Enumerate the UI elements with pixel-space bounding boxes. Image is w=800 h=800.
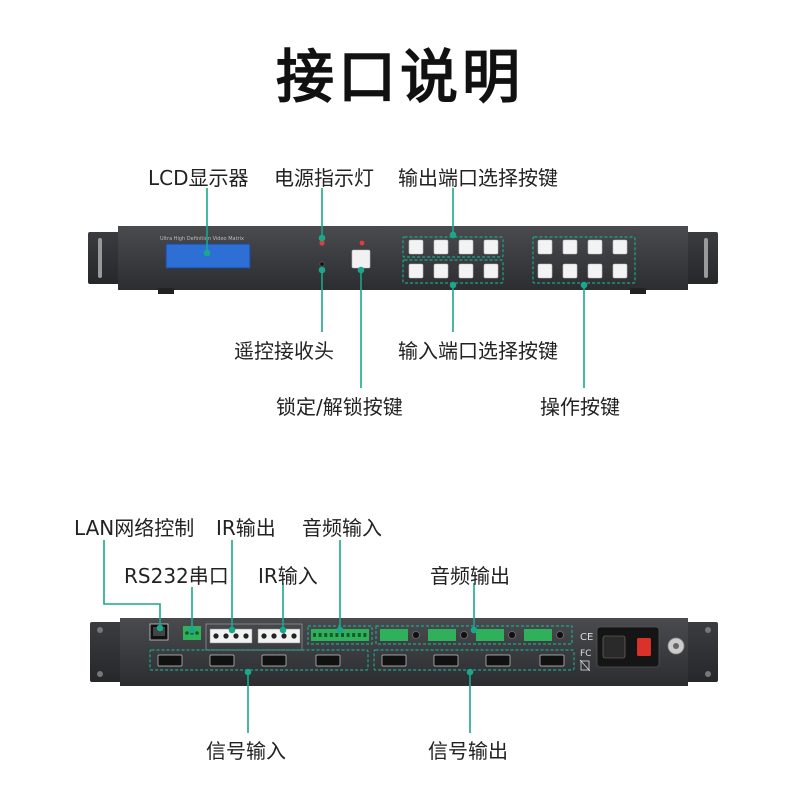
audio-input-pin <box>352 633 356 637</box>
label-ir-output: IR输出 <box>216 516 276 540</box>
ir-jack <box>223 633 229 639</box>
label-power-indicator: 电源指示灯 <box>274 166 374 190</box>
ir-jack <box>261 633 267 639</box>
rear-left-ear <box>90 622 122 682</box>
output-input-key-grid <box>402 236 504 284</box>
output-key <box>458 239 474 255</box>
audio-input-terminal <box>311 629 369 641</box>
ir-jack <box>281 633 287 639</box>
audio-input-pin <box>313 633 316 637</box>
hdmi-input-port <box>157 654 183 667</box>
screen-caption: Ultra High Definition Video Matrix <box>160 236 244 242</box>
label-operation-keys: 操作按键 <box>540 395 620 419</box>
label-audio-input: 音频输入 <box>302 516 382 540</box>
ce-mark: CE <box>580 632 593 643</box>
power-led-icon <box>319 240 325 246</box>
audio-output-terminal <box>380 629 408 641</box>
audio-output-terminal <box>476 629 504 641</box>
hdmi-input-port <box>261 654 287 667</box>
hdmi-output-port <box>485 654 511 667</box>
hdmi-output-port <box>433 654 459 667</box>
input-key <box>483 263 499 279</box>
hdmi-output-port <box>381 654 407 667</box>
hdmi-input-port <box>315 654 341 667</box>
audio-output-jack <box>556 631 564 639</box>
label-lcd-display: LCD显示器 <box>148 166 249 190</box>
ir-jack <box>291 633 297 639</box>
label-output-keys: 输出端口选择按键 <box>398 166 558 190</box>
audio-input-pin <box>329 633 333 637</box>
output-key <box>408 239 424 255</box>
hdmi-input-port <box>209 654 235 667</box>
front-panel: Ultra High Definition Video Matrix <box>88 226 718 294</box>
operation-key <box>587 239 603 255</box>
label-audio-output: 音频输出 <box>430 564 510 588</box>
ir-jack <box>243 633 249 639</box>
weee-bin-icon <box>579 659 591 672</box>
audio-output-terminal <box>428 629 456 641</box>
operation-key <box>612 263 628 279</box>
ir-input-terminal <box>257 628 301 644</box>
audio-input-pin <box>341 633 344 637</box>
ir-receiver-icon <box>319 261 325 267</box>
label-rs232: RS232串口 <box>124 564 229 588</box>
front-right-ear <box>686 232 718 284</box>
front-callouts <box>203 188 588 388</box>
page-title: 接口说明 <box>275 43 524 111</box>
lock-led-icon <box>359 240 365 246</box>
audio-input-pin <box>318 633 322 637</box>
fc-mark: FC <box>580 649 591 659</box>
operation-key-grid <box>532 236 636 284</box>
label-ir-input: IR输入 <box>258 564 318 588</box>
label-ir-receiver: 遥控接收头 <box>234 339 334 363</box>
audio-input-pin <box>324 633 328 637</box>
audio-input-pin <box>335 633 339 637</box>
front-foot-right <box>630 288 646 294</box>
label-signal-output: 信号输出 <box>428 739 508 763</box>
rear-panel: CE FC <box>90 618 718 686</box>
label-signal-input: 信号输入 <box>206 739 286 763</box>
audio-output-jack <box>460 631 468 639</box>
rear-callouts <box>103 540 478 733</box>
input-key <box>458 263 474 279</box>
ir-jack <box>213 633 219 639</box>
hdmi-output-port <box>539 654 565 667</box>
operation-key <box>562 239 578 255</box>
ir-jack <box>271 633 277 639</box>
label-input-keys: 输入端口选择按键 <box>398 339 558 363</box>
ground-icon <box>667 637 685 655</box>
audio-input-pin <box>346 633 350 637</box>
audio-output-jack <box>412 631 420 639</box>
operation-key <box>587 263 603 279</box>
operation-key <box>537 263 553 279</box>
operation-key <box>562 263 578 279</box>
audio-output-jack <box>508 631 516 639</box>
audio-output-terminal <box>524 629 552 641</box>
operation-key <box>612 239 628 255</box>
operation-key <box>537 239 553 255</box>
input-key <box>433 263 449 279</box>
power-switch-icon <box>637 638 651 656</box>
front-foot-left <box>158 288 174 294</box>
ir-jack <box>233 633 239 639</box>
input-key <box>408 263 424 279</box>
output-key <box>483 239 499 255</box>
output-key <box>433 239 449 255</box>
front-left-ear <box>88 232 120 284</box>
rear-right-ear <box>686 622 718 682</box>
lock-button <box>351 249 371 269</box>
label-lock-key: 锁定/解锁按键 <box>276 395 403 419</box>
label-lan-control: LAN网络控制 <box>74 516 195 540</box>
audio-input-pin <box>363 633 367 637</box>
audio-input-pin <box>357 633 361 637</box>
